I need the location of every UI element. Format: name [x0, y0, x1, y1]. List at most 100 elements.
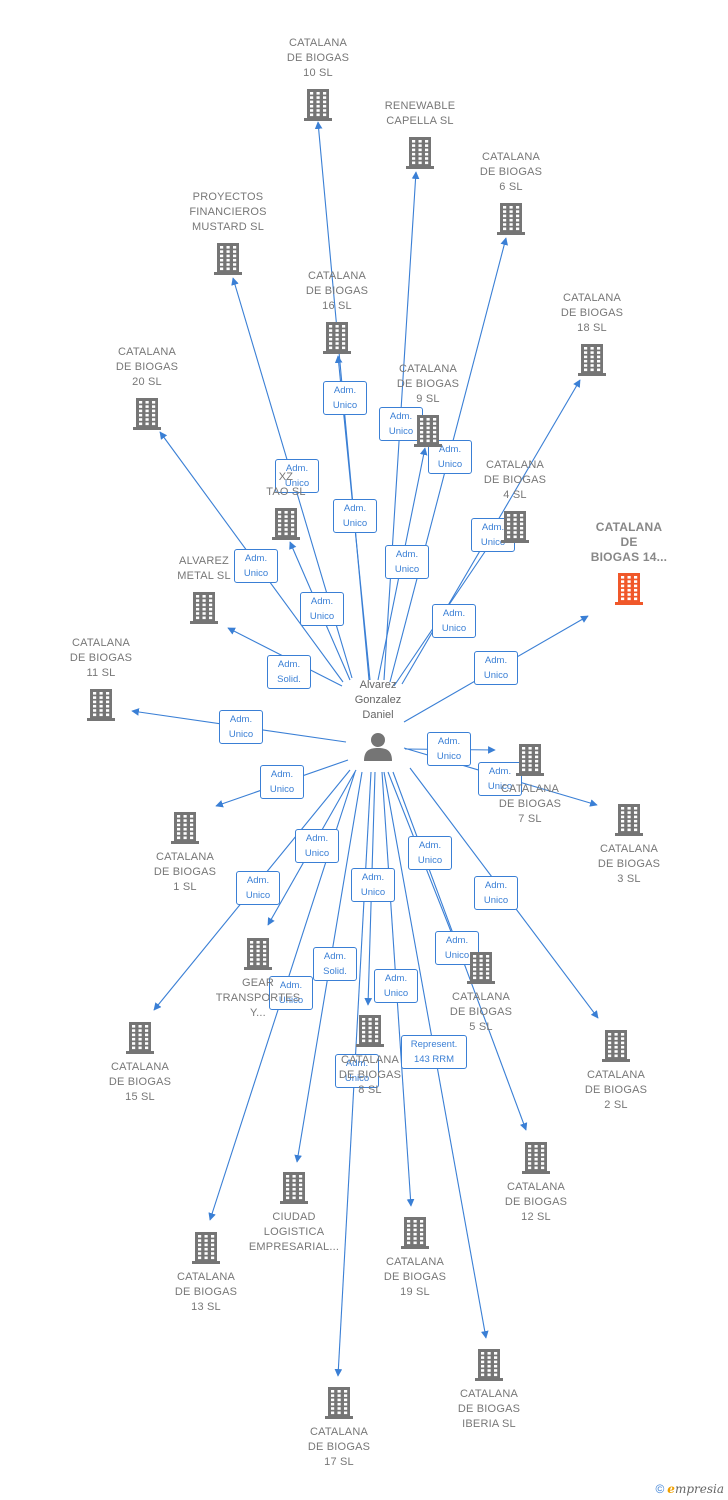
building-icon — [602, 1030, 630, 1062]
edge-label-b9[interactable]: Adm. Unico — [385, 545, 429, 579]
edge-label-b4[interactable]: Adm. Unico — [432, 604, 476, 638]
edge-label-b8[interactable]: Adm. Unico — [351, 868, 395, 902]
company-node-mustard[interactable]: PROYECTOS FINANCIEROS MUSTARD SL — [173, 190, 283, 275]
company-name: CATALANA DE BIOGAS 13 SL — [174, 1271, 238, 1313]
building-icon — [244, 938, 272, 970]
company-name: CATALANA DE BIOGAS 6 SL — [479, 151, 543, 193]
company-name: XZ TAO SL — [266, 471, 306, 498]
company-name: CATALANA DE BIOGAS 4 SL — [483, 459, 547, 501]
company-node-b14[interactable]: CATALANA DE BIOGAS 14... — [574, 520, 684, 605]
edge-label-xz[interactable]: Adm. Unico — [300, 592, 344, 626]
brand-name: mpresia — [674, 1482, 724, 1496]
edge-label-b3[interactable]: Adm. Unico — [478, 762, 522, 796]
company-node-b5[interactable]: CATALANA DE BIOGAS 5 SL — [426, 950, 536, 1035]
company-name: CATALANA DE BIOGAS 20 SL — [115, 346, 179, 388]
company-node-b10[interactable]: CATALANA DE BIOGAS 10 SL — [263, 36, 373, 121]
edge-label-b1[interactable]: Adm. Unico — [260, 765, 304, 799]
company-name: CATALANA DE BIOGAS 3 SL — [597, 843, 661, 885]
building-icon — [190, 592, 218, 624]
company-name: CATALANA DE BIOGAS 7 SL — [498, 783, 562, 825]
company-node-b17[interactable]: CATALANA DE BIOGAS 17 SL — [284, 1385, 394, 1470]
edge-label-b10[interactable]: Adm. Unico — [323, 381, 367, 415]
edge-label-ciudad[interactable]: Adm. Solid. — [313, 947, 357, 981]
person-icon — [364, 733, 392, 761]
building-icon — [467, 952, 495, 984]
edge-label-b5[interactable]: Adm. Unico — [408, 836, 452, 870]
edge-label-alvarez[interactable]: Adm. Solid. — [267, 655, 311, 689]
building-icon — [133, 398, 161, 430]
company-name: CATALANA DE BIOGAS 5 SL — [449, 991, 513, 1033]
building-icon — [87, 689, 115, 721]
edge-label-gear[interactable]: Adm. Unico — [295, 829, 339, 863]
company-node-b2[interactable]: CATALANA DE BIOGAS 2 SL — [561, 1028, 671, 1113]
building-icon — [516, 744, 544, 776]
building-icon — [214, 243, 242, 275]
company-node-b8[interactable]: CATALANA DE BIOGAS 8 SL — [315, 1013, 425, 1098]
building-icon — [325, 1387, 353, 1419]
company-node-b11[interactable]: CATALANA DE BIOGAS 11 SL — [46, 636, 156, 721]
company-name: CATALANA DE BIOGAS 11 SL — [69, 637, 133, 679]
edge-label-b15[interactable]: Adm. Unico — [236, 871, 280, 905]
company-node-b6[interactable]: CATALANA DE BIOGAS 6 SL — [456, 150, 566, 235]
footer-brand: ©empresia — [655, 1482, 724, 1496]
edge-label-iberia[interactable]: Represent. 143 RRM — [401, 1035, 467, 1069]
brand-initial: e — [667, 1482, 675, 1496]
company-node-renew[interactable]: RENEWABLE CAPELLA SL — [365, 99, 475, 169]
company-name: CATALANA DE BIOGAS 16 SL — [305, 270, 369, 312]
building-icon — [272, 508, 300, 540]
company-node-gear[interactable]: GEAR TRANSPORTES Y... — [203, 936, 313, 1021]
company-node-alvarez[interactable]: ALVAREZ METAL SL — [149, 554, 259, 624]
company-name: RENEWABLE CAPELLA SL — [384, 100, 456, 127]
building-icon — [356, 1015, 384, 1047]
company-name: CATALANA DE BIOGAS IBERIA SL — [457, 1388, 521, 1430]
edge-label-mustard[interactable]: Adm. Unico — [275, 459, 319, 493]
company-node-b9[interactable]: CATALANA DE BIOGAS 9 SL — [373, 362, 483, 447]
edge-label-b17[interactable]: Adm. Unico — [335, 1054, 379, 1088]
building-icon — [171, 812, 199, 844]
building-icon — [304, 89, 332, 121]
edge-label-b14[interactable]: Adm. Unico — [474, 651, 518, 685]
company-node-b4[interactable]: CATALANA DE BIOGAS 4 SL — [460, 458, 570, 543]
company-node-b16[interactable]: CATALANA DE BIOGAS 16 SL — [282, 269, 392, 354]
edge-label-b19[interactable]: Adm. Unico — [374, 969, 418, 1003]
company-node-b7[interactable]: CATALANA DE BIOGAS 7 SL — [475, 742, 585, 827]
edge-label-b11[interactable]: Adm. Unico — [219, 710, 263, 744]
company-name: CATALANA DE BIOGAS 14... — [590, 520, 668, 564]
company-node-xz[interactable]: XZ TAO SL — [231, 470, 341, 540]
building-icon — [497, 203, 525, 235]
edge-label-b7[interactable]: Adm. Unico — [427, 732, 471, 766]
edge-label-b16[interactable]: Adm. Unico — [333, 499, 377, 533]
building-icon — [522, 1142, 550, 1174]
edge-label-b13[interactable]: Adm. Unico — [269, 976, 313, 1010]
company-node-b3[interactable]: CATALANA DE BIOGAS 3 SL — [574, 802, 684, 887]
company-node-b15[interactable]: CATALANA DE BIOGAS 15 SL — [85, 1020, 195, 1105]
company-node-b18[interactable]: CATALANA DE BIOGAS 18 SL — [537, 291, 647, 376]
company-node-b20[interactable]: CATALANA DE BIOGAS 20 SL — [92, 345, 202, 430]
building-icon — [414, 415, 442, 447]
building-icon — [401, 1217, 429, 1249]
company-node-b19[interactable]: CATALANA DE BIOGAS 19 SL — [360, 1215, 470, 1300]
edge-label-b20[interactable]: Adm. Unico — [234, 549, 278, 583]
company-name: CATALANA DE BIOGAS 18 SL — [560, 292, 624, 334]
company-name: CATALANA DE BIOGAS 17 SL — [307, 1426, 371, 1468]
person-name: Alvarez Gonzalez Daniel — [354, 679, 402, 721]
edge-label-b2[interactable]: Adm. Unico — [474, 876, 518, 910]
company-name: ALVAREZ METAL SL — [177, 555, 231, 582]
company-name: CATALANA DE BIOGAS 2 SL — [584, 1069, 648, 1111]
building-icon — [475, 1349, 503, 1381]
company-node-ciudad[interactable]: CIUDAD LOGISTICA EMPRESARIAL... — [239, 1170, 349, 1255]
company-node-b1[interactable]: CATALANA DE BIOGAS 1 SL — [130, 810, 240, 895]
company-name: CATALANA DE BIOGAS 12 SL — [504, 1181, 568, 1223]
company-node-b13[interactable]: CATALANA DE BIOGAS 13 SL — [151, 1230, 261, 1315]
company-node-iberia[interactable]: CATALANA DE BIOGAS IBERIA SL — [434, 1347, 544, 1432]
building-icon — [501, 511, 529, 543]
building-icon — [192, 1232, 220, 1264]
company-name: CATALANA DE BIOGAS 1 SL — [153, 851, 217, 893]
person-node[interactable]: Alvarez Gonzalez Daniel — [323, 678, 433, 763]
company-name: CATALANA DE BIOGAS 8 SL — [338, 1054, 402, 1096]
building-icon — [126, 1022, 154, 1054]
company-name: CATALANA DE BIOGAS 10 SL — [286, 37, 350, 79]
building-icon — [406, 137, 434, 169]
company-node-b12[interactable]: CATALANA DE BIOGAS 12 SL — [481, 1140, 591, 1225]
company-name: CATALANA DE BIOGAS 15 SL — [108, 1061, 172, 1103]
